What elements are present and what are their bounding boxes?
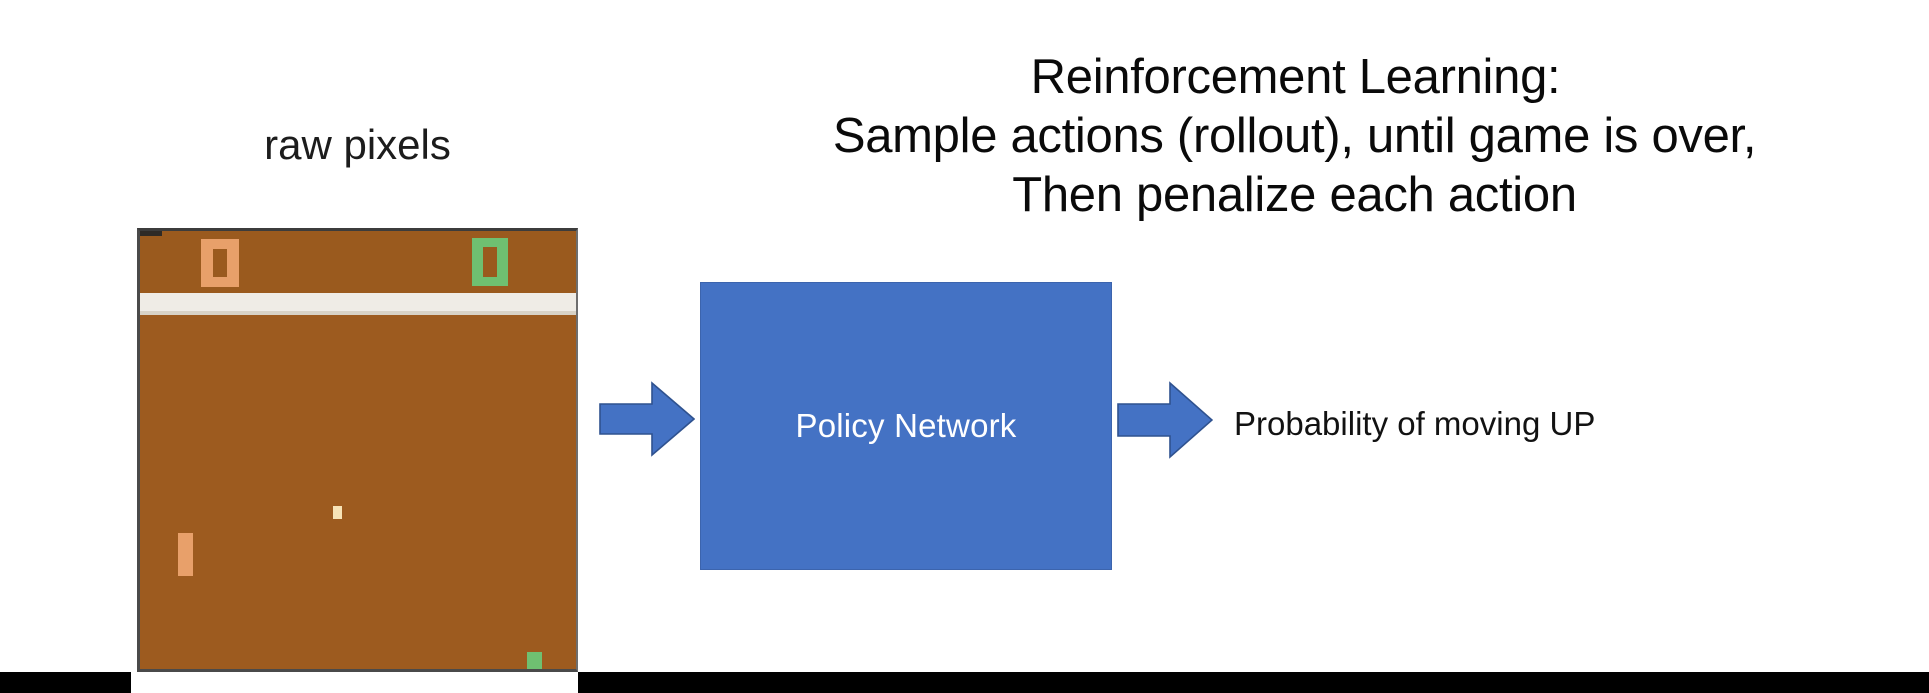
- atari-pong-screen: [137, 228, 578, 672]
- pong-playfield: [140, 315, 576, 669]
- title-line-1: Reinforcement Learning:: [1030, 50, 1561, 104]
- pong-paddle-right: [527, 652, 542, 669]
- arrow-right-icon-output: [1117, 381, 1214, 459]
- title-line-3: Then penalize each action: [1012, 168, 1577, 222]
- pong-divider-line: [140, 293, 576, 315]
- raw-pixels-label: raw pixels: [264, 121, 451, 168]
- pong-score-left-hole: [213, 249, 227, 277]
- bottom-black-bar-right: [578, 672, 1929, 693]
- pong-score-right-hole: [483, 247, 497, 277]
- policy-network-label: Policy Network: [795, 407, 1017, 444]
- policy-network-box[interactable]: Policy Network: [700, 282, 1112, 570]
- pong-score-left: [201, 239, 239, 287]
- pong-ball: [333, 506, 342, 519]
- pong-top-notch: [140, 231, 162, 236]
- page-title: Reinforcement Learning: Sample actions (…: [660, 48, 1929, 225]
- arrow-right-icon-input: [599, 381, 696, 457]
- output-label: Probability of moving UP: [1234, 405, 1596, 442]
- pong-paddle-left: [178, 533, 193, 576]
- title-line-2: Sample actions (rollout), until game is …: [832, 109, 1757, 163]
- pong-score-right: [472, 238, 508, 286]
- bottom-black-bar-left: [0, 672, 131, 693]
